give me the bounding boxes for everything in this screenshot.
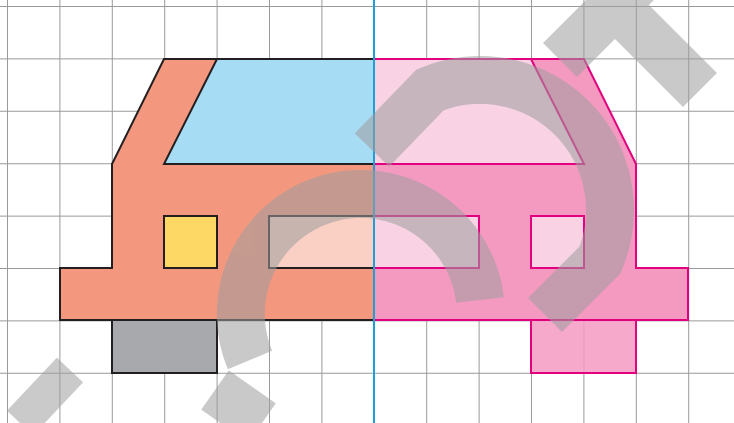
watermark-stroke-bottom bbox=[215, 390, 262, 423]
right-wheel bbox=[531, 320, 636, 373]
left-wheel bbox=[112, 320, 217, 373]
watermark-stroke-corner bbox=[20, 370, 70, 423]
left-headlight bbox=[164, 216, 217, 268]
